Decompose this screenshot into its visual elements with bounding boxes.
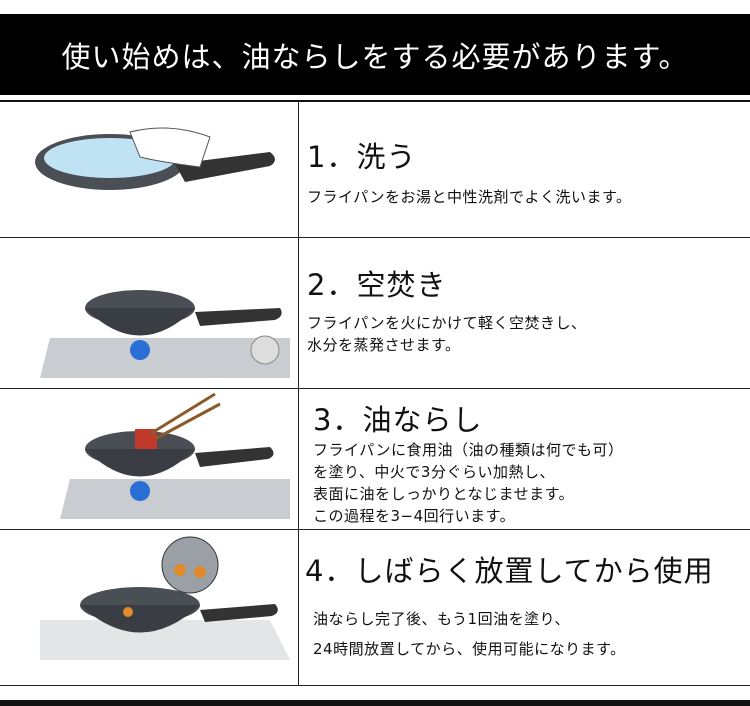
step-desc-line: フライパンに食用油（油の種類は何でも可） xyxy=(313,441,624,459)
step-title: 3．油ならし xyxy=(313,403,483,437)
step-desc-line: 水分を蒸発させます。 xyxy=(307,336,461,354)
bottom-bar xyxy=(0,700,750,706)
step-desc-line: 24時間放置してから、使用可能になります。 xyxy=(313,640,626,658)
step-desc-line: フライパンを火にかけて軽く空焚きし、 xyxy=(307,314,587,332)
page-banner: 使い始めは、油ならしをする必要があります。 xyxy=(0,14,750,95)
step-title: 1．洗う xyxy=(307,140,417,174)
step-desc-line: 油ならし完了後、もう1回油を塗り、 xyxy=(313,610,570,628)
steps-table: 1．洗う フライパンをお湯と中性洗剤でよく洗います。 2．空焚き フライパンを火… xyxy=(0,100,750,686)
pan-heating-illustration xyxy=(0,238,299,388)
pan-resting-illustration xyxy=(0,530,299,685)
step-title: 2．空焚き xyxy=(307,268,447,302)
step-desc-line: を塗り、中火で3分ぐらい加熱し、 xyxy=(313,463,555,481)
step-row-rest: 4．しばらく放置してから使用 油ならし完了後、もう1回油を塗り、 24時間放置し… xyxy=(0,530,750,686)
step-row-wash: 1．洗う フライパンをお湯と中性洗剤でよく洗います。 xyxy=(0,102,750,238)
pan-washing-illustration xyxy=(0,102,299,237)
step-desc: フライパンをお湯と中性洗剤でよく洗います。 xyxy=(307,188,632,206)
step-desc-line: 表面に油をしっかりとなじませます。 xyxy=(313,485,575,503)
step-row-heat: 2．空焚き フライパンを火にかけて軽く空焚きし、 水分を蒸発させます。 xyxy=(0,238,750,389)
pan-oiling-illustration xyxy=(0,389,299,529)
step-title: 4．しばらく放置してから使用 xyxy=(305,554,714,588)
step-desc-line: この過程を3−4回行います。 xyxy=(313,507,516,525)
step-row-oil: 3．油ならし フライパンに食用油（油の種類は何でも可） を塗り、中火で3分ぐらい… xyxy=(0,389,750,530)
